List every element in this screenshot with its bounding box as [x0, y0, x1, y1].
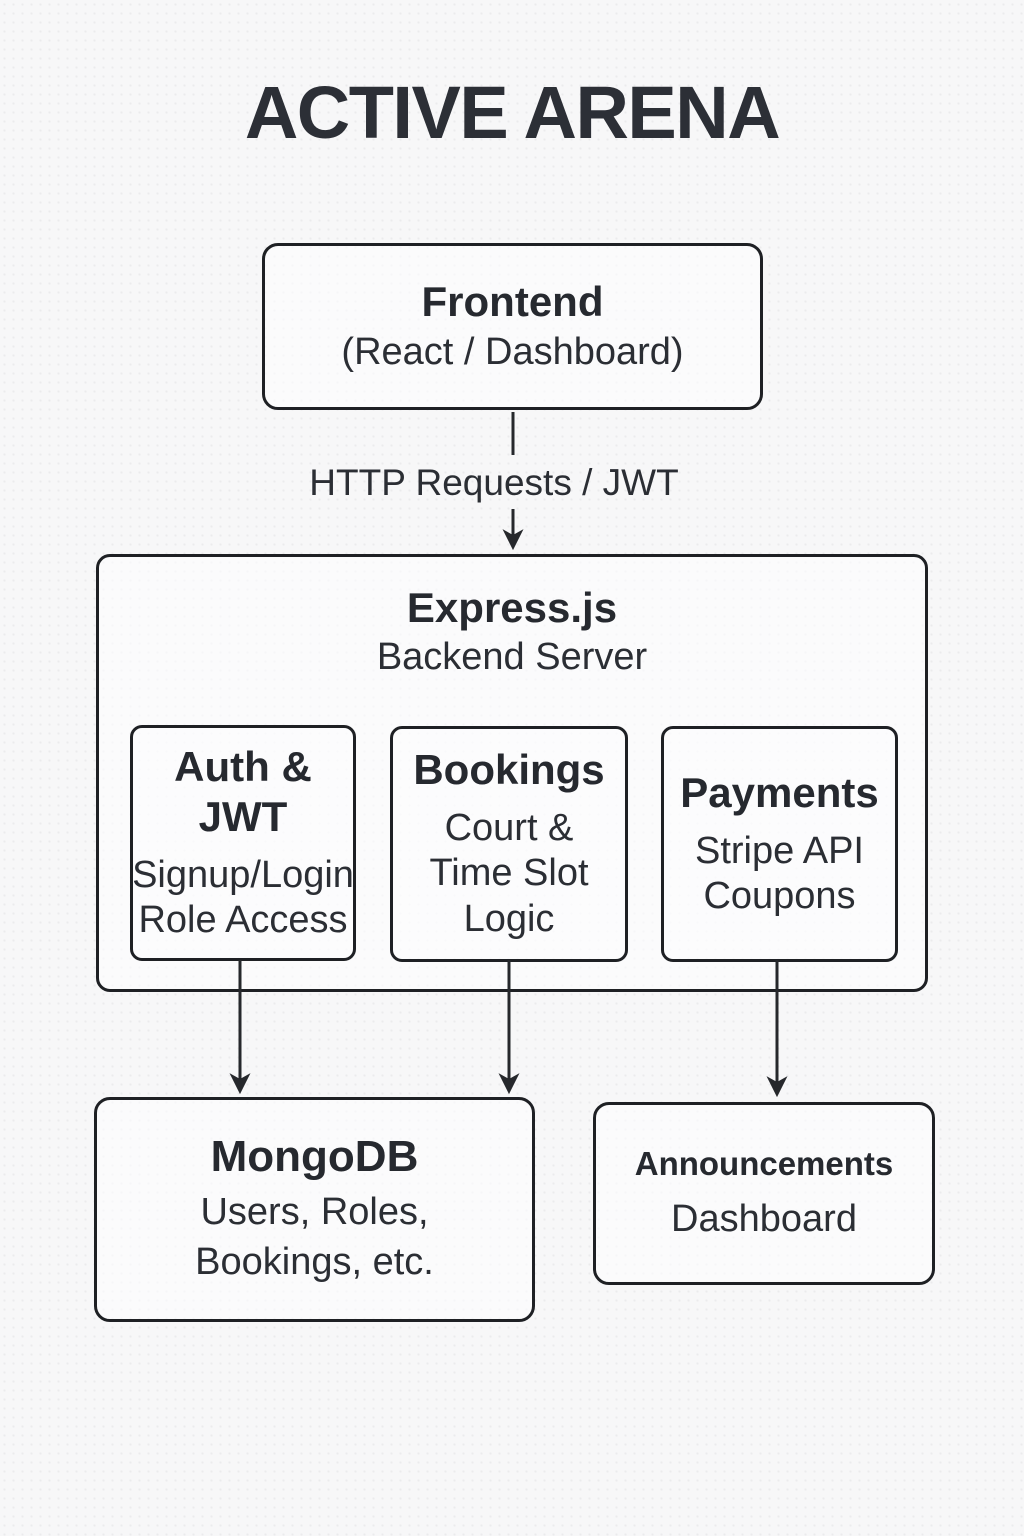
backend-node: Express.js Backend Server Auth & JWT Sig… [96, 554, 928, 992]
payments-node: Payments Stripe API Coupons [661, 726, 898, 962]
frontend-title: Frontend [421, 277, 604, 325]
backend-title: Express.js [406, 584, 618, 631]
bookings-node: Bookings Court & Time Slot Logic [390, 726, 628, 962]
announcements-title: Announcements [634, 1145, 894, 1183]
mongodb-subtitle: Users, Roles, Bookings, etc. [195, 1191, 434, 1283]
mongodb-node: MongoDB Users, Roles, Bookings, etc. [94, 1097, 535, 1322]
frontend-subtitle: (React / Dashboard) [341, 330, 684, 373]
auth-jwt-node: Auth & JWT Signup/Login Role Access [130, 725, 356, 961]
mongodb-title: MongoDB [210, 1131, 419, 1181]
auth-jwt-subtitle: Signup/Login Role Access [132, 853, 354, 942]
announcements-node: Announcements Dashboard [593, 1102, 935, 1285]
backend-subtitle: Backend Server [376, 636, 648, 679]
auth-jwt-title: Auth & JWT [174, 743, 312, 841]
page-title: ACTIVE ARENA [244, 71, 781, 154]
edge-label-http-requests-jwt: HTTP Requests / JWT [309, 462, 679, 503]
bookings-title: Bookings [413, 746, 605, 794]
bookings-subtitle: Court & Time Slot Logic [429, 806, 589, 940]
payments-title: Payments [680, 769, 879, 817]
frontend-node: Frontend (React / Dashboard) [262, 243, 763, 410]
announcements-subtitle: Dashboard [671, 1197, 857, 1240]
payments-subtitle: Stripe API Coupons [695, 829, 864, 918]
